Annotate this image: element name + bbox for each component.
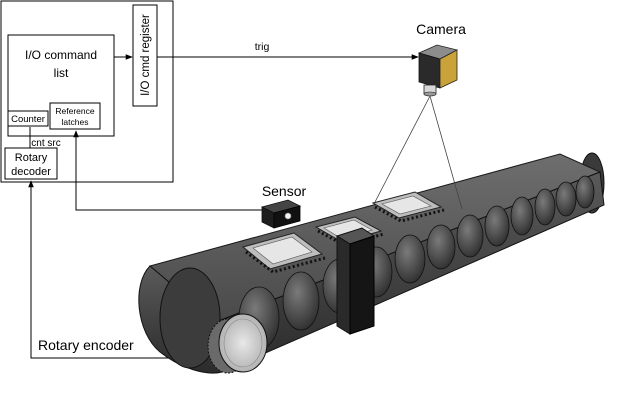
rotary-encoder-label: Rotary encoder [38,337,134,353]
rotary-encoder-icon [207,313,268,374]
controller-unit: I/O command list Counter Reference latch… [0,0,174,183]
rotary-decoder-label-line2: decoder [11,166,51,178]
chip-front [241,232,326,274]
trig-label: trig [255,41,270,53]
counter-box [7,110,49,127]
reference-latches-label-line1: Reference [55,106,94,116]
reference-latches-label-line2: latches [62,117,89,127]
camera-fov-right [429,95,463,210]
io-command-list-label-line2: list [54,66,69,80]
sensor-label: Sensor [262,183,307,199]
camera-fov-left [374,95,431,203]
chip-back [371,191,445,223]
rotary-decoder-box [4,147,58,180]
encoder-to-decoder-arrow [28,180,210,359]
sensor-to-latches-arrow [73,130,262,211]
reference-latches-box [49,102,101,130]
counter-label: Counter [11,114,45,125]
camera-label: Camera [416,21,466,37]
camera-icon [417,44,459,97]
rotary-decoder-label-line1: Rotary [15,152,48,164]
chip-middle [314,216,385,247]
io-command-list-label-line1: I/O command [25,48,97,62]
io-cmd-register-label: I/O cmd register [140,14,152,96]
sensor-post [335,227,376,335]
cnt-src-label: cnt src [31,138,60,149]
sensor-icon [260,199,302,229]
io-cmd-register-box [132,4,158,107]
